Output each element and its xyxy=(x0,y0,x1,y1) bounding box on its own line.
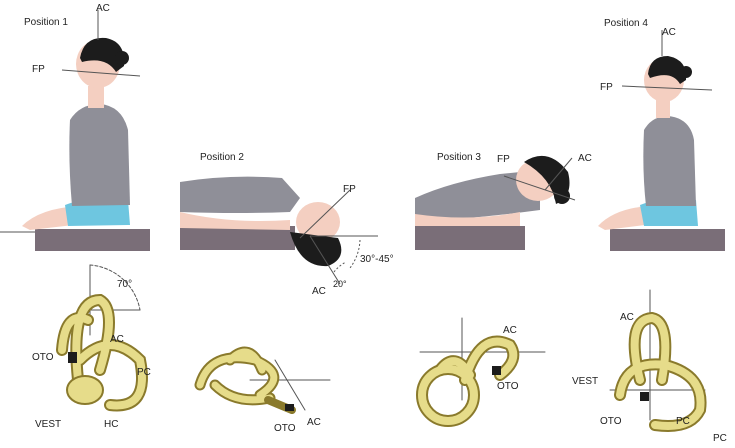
position-2-fp-label: FP xyxy=(343,185,356,195)
canal-1-vest-label: VEST xyxy=(35,420,61,430)
position-4-figure xyxy=(598,30,725,251)
otolith-3 xyxy=(492,366,501,375)
otolith-1 xyxy=(68,352,77,363)
otolith-4 xyxy=(640,392,649,401)
canal-4-pc2-label: PC xyxy=(713,434,727,444)
position-4-ac-label: AC xyxy=(662,28,676,38)
position-3-figure xyxy=(415,156,575,250)
position-2-title: Position 2 xyxy=(200,153,244,163)
position-4-title: Position 4 xyxy=(604,19,648,29)
position-3-fp-label: FP xyxy=(497,155,510,165)
table-1 xyxy=(35,229,150,251)
position-1-fp-label: FP xyxy=(32,65,45,75)
table-4 xyxy=(610,229,725,251)
position-3-title: Position 3 xyxy=(437,153,481,163)
canal-1-oto-label: OTO xyxy=(32,353,53,363)
position-1-title: Position 1 xyxy=(24,18,68,28)
position-2-angle-range: 30°-45° xyxy=(360,255,394,265)
canal-1-angle: 70° xyxy=(117,280,132,290)
canal-4-oto-label: OTO xyxy=(600,417,621,427)
canal-2 xyxy=(200,352,330,411)
canal-3-oto-label: OTO xyxy=(497,382,518,392)
shirt-4 xyxy=(643,116,696,206)
shirt-1 xyxy=(69,104,130,206)
canal-4 xyxy=(610,290,705,426)
hair-2 xyxy=(290,232,341,266)
canal-1-ac-label: AC xyxy=(110,335,124,345)
position-2-ac-label: AC xyxy=(312,287,326,297)
otolith-2 xyxy=(285,404,294,411)
canal-1-hc-label: HC xyxy=(104,420,118,430)
canal-4-vest-label: VEST xyxy=(572,377,598,387)
canal-3 xyxy=(420,318,545,421)
canal-2-ac-label: AC xyxy=(307,418,321,428)
position-1-figure xyxy=(0,10,150,251)
shirt-2 xyxy=(180,177,300,213)
position-1-ac-label: AC xyxy=(96,4,110,14)
canal-3-ac-label: AC xyxy=(503,326,517,336)
position-4-fp-label: FP xyxy=(600,83,613,93)
canal-1-pc-label: PC xyxy=(137,368,151,378)
canal-2-oto-label: OTO xyxy=(274,424,295,434)
canal-4-ac-label: AC xyxy=(620,313,634,323)
position-2-angle-small: 20° xyxy=(333,280,347,289)
position-3-ac-label: AC xyxy=(578,154,592,164)
table-3 xyxy=(415,226,525,250)
canal-4-pc-label: PC xyxy=(676,417,690,427)
